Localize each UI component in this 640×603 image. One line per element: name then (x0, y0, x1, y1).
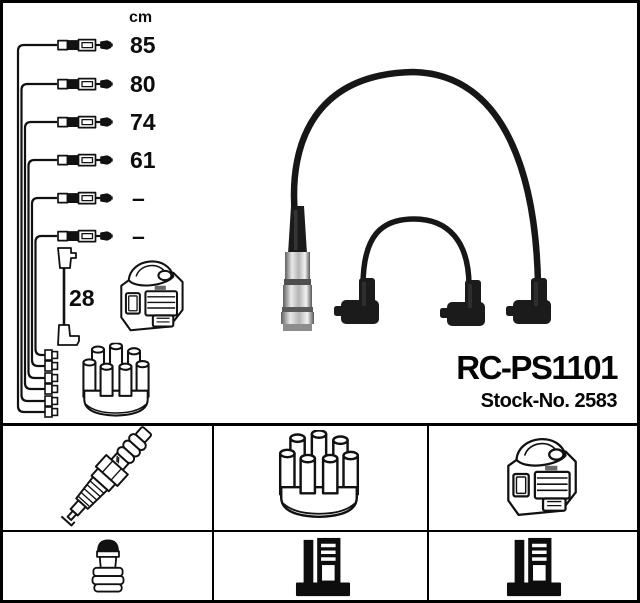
lead-length-4: 61 (130, 147, 156, 173)
stock-number: Stock-No. 2583 (480, 390, 618, 412)
metal-plug-connector (281, 206, 314, 331)
table-row-divider (3, 530, 637, 532)
lead-length-3: 74 (130, 109, 156, 135)
long-lead-right-boot (506, 278, 551, 324)
ignition-coil-drawing (112, 252, 190, 338)
coil-end-connector-icon (294, 536, 352, 598)
ignition-coil-icon (498, 429, 584, 523)
table-col-divider-2 (427, 423, 429, 600)
short-lead-right-boot (440, 280, 485, 326)
lead-length-schematic (16, 38, 113, 418)
lead-length-1: 85 (130, 32, 156, 58)
coil-lead-drawing (57, 247, 80, 346)
distributor-end-connector-icon (505, 536, 563, 598)
short-lead-cable (360, 216, 472, 289)
lead-length-2: 80 (130, 71, 156, 97)
coil-lead-length: 28 (69, 285, 95, 311)
product-photo (281, 68, 551, 331)
distributor-cap-icon (270, 430, 368, 526)
lead-length-5: – (132, 185, 145, 211)
unit-label: cm (129, 9, 153, 26)
short-lead-left-boot (334, 278, 379, 324)
long-lead-cable (290, 68, 542, 288)
part-number-block: RC-PS1101 Stock-No. 2583 (297, 349, 618, 413)
table-top-line (3, 423, 637, 426)
plug-terminal-nut-icon (87, 537, 129, 595)
part-code: RC-PS1101 (456, 349, 618, 386)
table-col-divider-1 (212, 423, 214, 600)
lead-length-6: – (132, 223, 145, 249)
distributor-cap-drawing (80, 342, 152, 424)
spark-plug-icon (54, 420, 160, 532)
